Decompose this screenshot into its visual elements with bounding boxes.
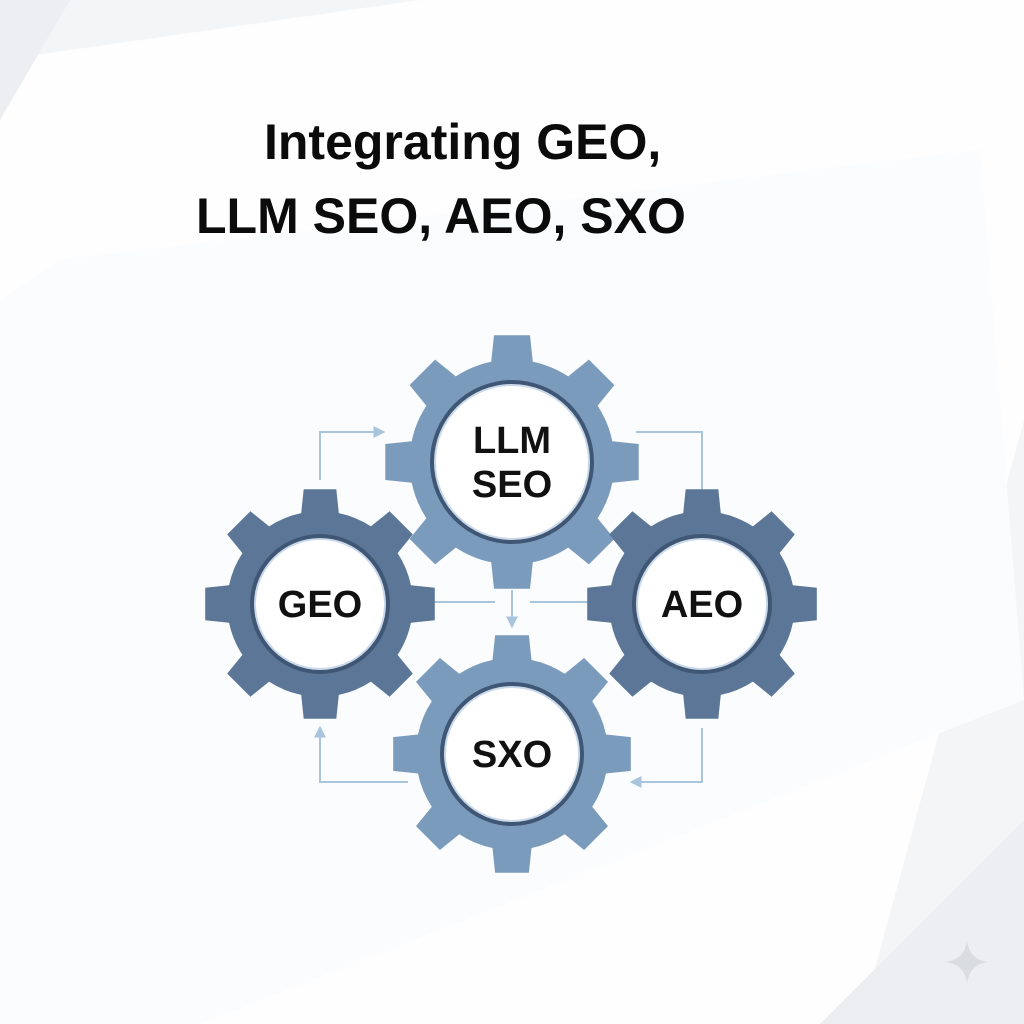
- gear-geo-label-line-1: GEO: [278, 584, 362, 626]
- gear-aeo-hub: [638, 540, 766, 668]
- arrow-aeo-to-sxo: [629, 728, 703, 788]
- title-line-1: Integrating GEO,: [264, 114, 662, 170]
- gear-geo-hub: [256, 540, 384, 668]
- sparkle-icon: [945, 940, 989, 984]
- gear-llm-seo-label-line-1: LLM: [473, 420, 551, 462]
- title-line-2: LLM SEO, AEO, SXO: [196, 188, 686, 244]
- gear-geo: GEO: [205, 489, 435, 719]
- gear-aeo-label-line-1: AEO: [661, 584, 743, 626]
- arrow-sxo-to-geo: [314, 725, 408, 783]
- gear-llm-seo-hub: [436, 386, 588, 538]
- gear-llm-seo-label-line-2: SEO: [472, 464, 552, 506]
- gear-sxo-hub: [446, 688, 578, 820]
- arrow-geo-to-llm: [319, 426, 386, 480]
- gear-aeo: AEO: [587, 489, 817, 719]
- gear-sxo-label-line-1: SXO: [472, 734, 552, 776]
- gear-sxo: SXO: [393, 635, 631, 873]
